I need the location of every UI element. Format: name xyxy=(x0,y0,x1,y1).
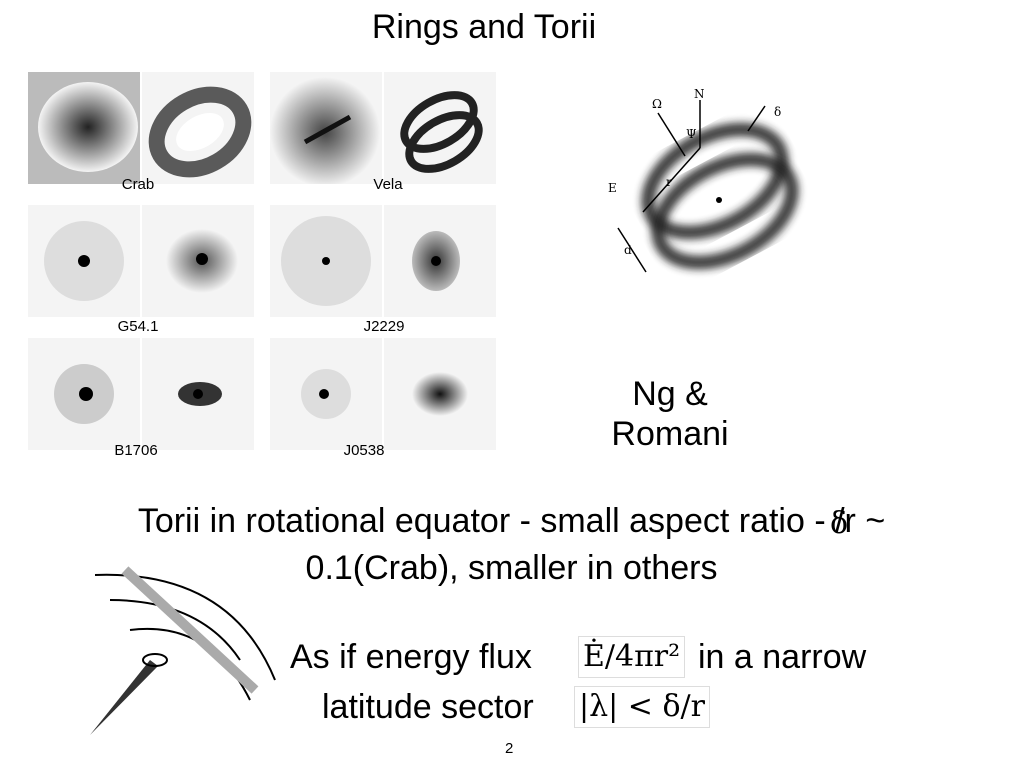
statement-line-1: Torii in rotational equator - small aspe… xyxy=(137,502,886,540)
energy-prefix: As if energy flux xyxy=(290,638,532,676)
page-number: 2 xyxy=(505,740,514,757)
psi-label: Ψ xyxy=(686,127,697,141)
panel-label-g54: G54.1 xyxy=(117,318,159,335)
crab-observation-image xyxy=(28,72,140,184)
core-ring xyxy=(142,653,168,667)
energy-line-1: As if energy flux xyxy=(290,634,532,680)
credit-line-2: Romani xyxy=(611,415,729,453)
panel-label-vela: Vela xyxy=(373,176,403,193)
j0538-observation-image xyxy=(270,338,382,450)
b1706-model-image xyxy=(142,338,254,450)
energy-formula: Ė/4πr² xyxy=(578,636,686,678)
statement-line-2: 0.1(Crab), smaller in others xyxy=(305,549,718,587)
latitude-prefix: latitude sector xyxy=(322,688,534,726)
upper-ring xyxy=(641,122,789,240)
b1706-observation-image xyxy=(28,338,140,450)
credit-line-1: Ng & xyxy=(632,375,708,413)
pulsar-wind-illustration xyxy=(90,566,276,735)
torus-geometry-diagram: Ω N Ψ δ E r d xyxy=(608,87,799,273)
j2229-model-image xyxy=(384,205,496,317)
author-credit: Ng & Romani xyxy=(570,374,770,454)
g54-observation-image xyxy=(28,205,140,317)
gray-band-1 xyxy=(121,566,259,694)
delta-marker xyxy=(747,105,766,132)
slide-title: Rings and Torii xyxy=(371,8,597,46)
panel-label-b1706: B1706 xyxy=(114,442,158,459)
j0538-model-image xyxy=(384,338,496,450)
jet-cone xyxy=(90,660,158,735)
radius-label: r xyxy=(666,175,672,189)
omega-label: Ω xyxy=(652,97,662,111)
g54-model-image xyxy=(142,205,254,317)
lower-ring xyxy=(651,152,799,270)
panel-label-j2229: J2229 xyxy=(363,318,405,335)
panel-label-crab: Crab xyxy=(121,176,155,193)
radius-line xyxy=(642,147,701,213)
d-label: d xyxy=(624,243,632,257)
energy-suffix: in a narrow xyxy=(698,638,867,676)
vela-model-image xyxy=(384,72,496,184)
crab-model-image xyxy=(142,72,254,184)
d-marker xyxy=(617,227,647,273)
arc-inner xyxy=(109,599,241,661)
delta-label: δ xyxy=(774,105,781,119)
east-label: E xyxy=(608,181,617,195)
latitude-formula: |λ| < δ/r xyxy=(574,686,710,728)
panel-label-j0538: J0538 xyxy=(343,442,385,459)
pulsar-point xyxy=(716,197,722,203)
j2229-observation-image xyxy=(270,205,382,317)
vela-observation-image xyxy=(270,72,382,184)
delta-symbol: δ xyxy=(830,506,849,541)
north-label: N xyxy=(694,87,705,101)
spin-axis-line xyxy=(657,112,686,157)
